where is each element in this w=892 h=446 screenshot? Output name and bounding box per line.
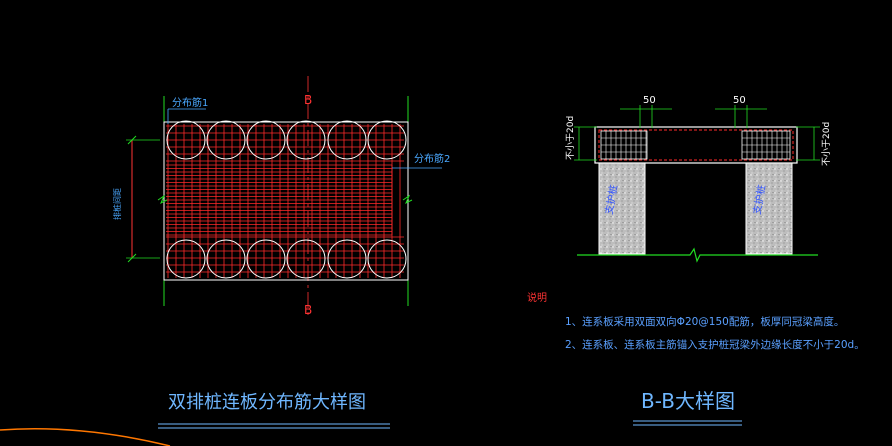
ground-line <box>577 247 818 263</box>
pile-circle <box>286 239 326 279</box>
label-rebar-2: 分布筋2 <box>414 152 450 165</box>
slab-rebar-outline <box>598 129 794 161</box>
pile-circle <box>206 120 246 160</box>
left-detail-title: 双排桩连板分布筋大样图 <box>168 392 366 413</box>
rebar-cage-left <box>600 130 648 160</box>
rebar-cage-right <box>741 130 791 160</box>
pile-row-bottom <box>166 239 407 279</box>
dimension-label: 排桩间距 <box>112 188 122 220</box>
pile-circle <box>166 120 206 160</box>
pile-circle <box>367 239 407 279</box>
rebar-horizontal-group <box>166 125 404 273</box>
pile-circle <box>246 239 286 279</box>
rebar-dense-band <box>166 164 393 236</box>
pile-circle <box>327 120 367 160</box>
notes-heading: 说明 <box>527 291 547 304</box>
dim-top-right: 50 <box>733 95 746 106</box>
pile-left <box>598 162 646 255</box>
slab-outline <box>163 121 409 281</box>
pile-row-top <box>166 120 407 160</box>
pile-circle <box>166 239 206 279</box>
pile-circle <box>286 120 326 160</box>
bb-section-detail: 支护桩 支护桩 50 50 不小于20d 不小于20d B-B大样图 <box>565 95 832 426</box>
cap-slab-outline <box>594 126 798 164</box>
right-detail-title: B-B大样图 <box>641 389 735 413</box>
dim-side-right: 不小于20d <box>821 122 832 166</box>
notes-block: 说明 1、连系板采用双面双向Φ20@150配筋，板厚同冠梁高度。 2、连系板、连… <box>527 291 865 351</box>
pile-slab-rebar-plan: 分布筋1 分布筋2 B B 排桩间距 双排桩连板分布筋大样图 <box>112 76 450 429</box>
note-item-2: 2、连系板、连系板主筋锚入支护桩冠梁外边缘长度不小于20d。 <box>565 338 865 351</box>
section-mark-top: B <box>304 93 312 107</box>
dim-top-left: 50 <box>643 95 656 106</box>
dimension-tick-top <box>127 135 137 145</box>
pile-circle <box>327 239 367 279</box>
pile-circle <box>246 120 286 160</box>
pile-right <box>745 162 793 255</box>
break-mark-left <box>157 194 168 205</box>
note-item-1: 1、连系板采用双面双向Φ20@150配筋，板厚同冠梁高度。 <box>565 315 844 328</box>
dim-side-left: 不小于20d <box>565 116 576 160</box>
dimension-tick-bottom <box>127 253 137 263</box>
pile-circle <box>367 120 407 160</box>
arc-curve <box>0 427 171 446</box>
pile-circle <box>206 239 246 279</box>
break-mark-right <box>402 194 413 205</box>
label-rebar-1: 分布筋1 <box>172 96 208 109</box>
section-mark-bottom: B <box>304 303 312 317</box>
